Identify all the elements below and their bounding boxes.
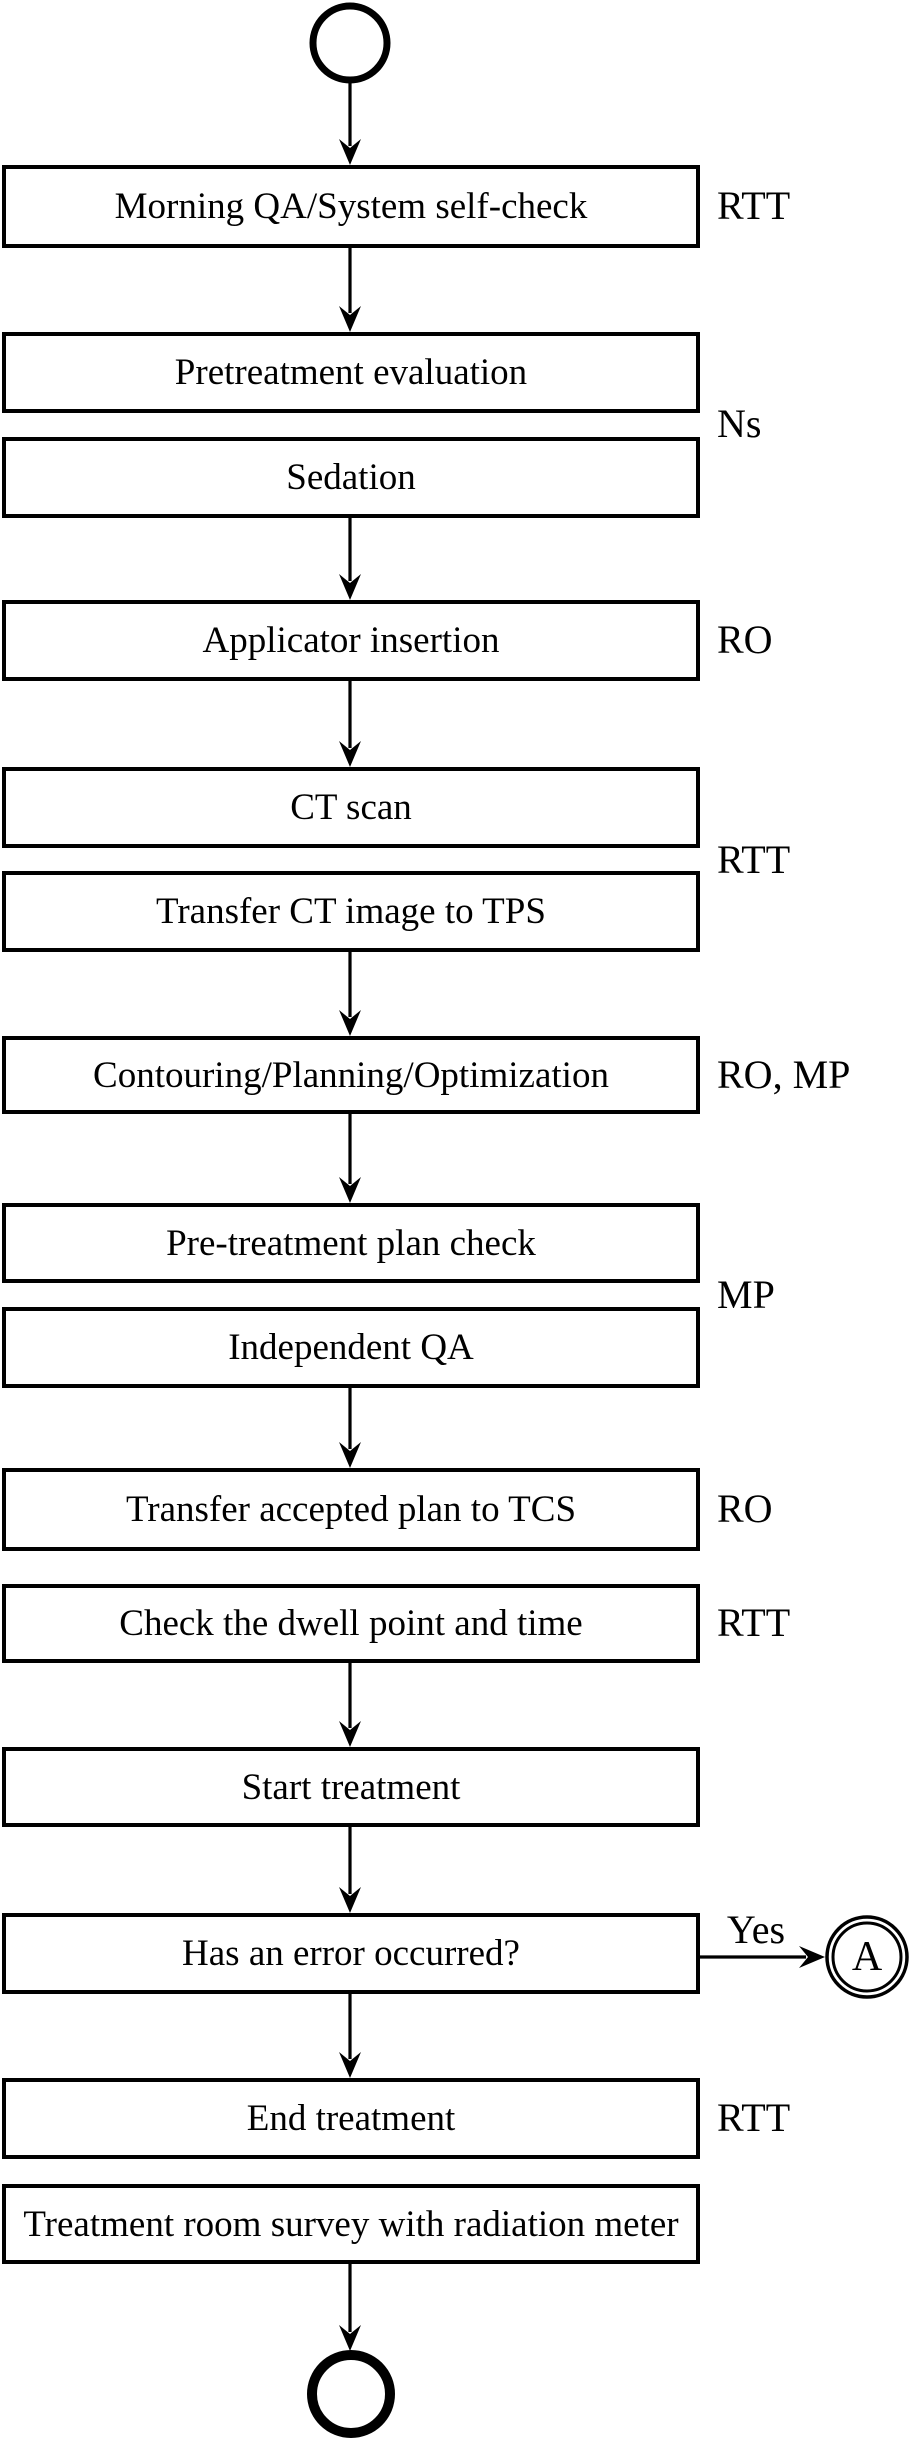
start-circle <box>309 2 391 84</box>
flow-box-label: Applicator insertion <box>202 620 500 661</box>
flow-box-label: Morning QA/System self-check <box>114 186 588 227</box>
flow-box-applicator-insertion: Applicator insertion <box>2 600 700 681</box>
side-label-ns: Ns <box>717 401 762 446</box>
flow-box-label: Has an error occurred? <box>182 1933 520 1974</box>
side-label-rtt-3: RTT <box>717 1600 791 1645</box>
side-label-rtt-2: RTT <box>717 837 791 882</box>
flow-box-error-decision: Has an error occurred? <box>2 1913 700 1994</box>
yes-arrow-head <box>799 1946 825 1968</box>
flow-box-morning-qa: Morning QA/System self-check <box>2 165 700 248</box>
arrow-head-6 <box>339 1177 361 1203</box>
arrow-head-11 <box>339 2325 361 2351</box>
arrow-head-7 <box>339 1442 361 1468</box>
arrow-head-1 <box>339 139 361 165</box>
flow-box-contouring-planning: Contouring/Planning/Optimization <box>2 1036 700 1114</box>
flow-box-label: Pre-treatment plan check <box>166 1222 536 1264</box>
connector-a-outer-circle <box>825 1915 909 1999</box>
arrow-head-5 <box>339 1010 361 1036</box>
flow-box-room-survey: Treatment room survey with radiation met… <box>2 2184 700 2264</box>
side-label-rtt-4: RTT <box>717 2095 791 2140</box>
arrow-head-2 <box>339 306 361 332</box>
end-circle <box>307 2350 395 2438</box>
side-label-ro-2: RO <box>717 1486 773 1531</box>
connector-a-inner-circle <box>831 1921 903 1993</box>
arrow-head-3 <box>339 574 361 600</box>
side-label-ro-1: RO <box>717 617 773 662</box>
flow-box-pretreatment-eval: Pretreatment evaluation <box>2 332 700 413</box>
flow-box-label: Independent QA <box>228 1327 474 1368</box>
flow-box-label: Start treatment <box>241 1766 461 1808</box>
flow-box-check-dwell: Check the dwell point and time <box>2 1584 700 1663</box>
flow-box-label: Transfer CT image to TPS <box>156 891 546 932</box>
flow-box-sedation: Sedation <box>2 437 700 518</box>
flow-box-label: Contouring/Planning/Optimization <box>93 1054 609 1096</box>
side-label-rtt-1: RTT <box>717 183 791 228</box>
connector-a-label: A <box>851 1934 883 1980</box>
flow-box-label: Treatment room survey with radiation met… <box>23 2203 679 2245</box>
flow-box-label: Pretreatment evaluation <box>174 352 528 393</box>
arrow-head-9 <box>339 1887 361 1913</box>
arrow-head-4 <box>339 741 361 767</box>
flow-box-start-treatment: Start treatment <box>2 1747 700 1827</box>
arrow-head-10 <box>339 2052 361 2078</box>
flow-box-end-treatment: End treatment <box>2 2078 700 2159</box>
flow-box-label: Check the dwell point and time <box>119 1603 583 1644</box>
flow-box-label: CT scan <box>290 787 412 828</box>
arrow-shafts <box>348 83 806 2332</box>
arrow-head-8 <box>339 1721 361 1747</box>
arrow-heads <box>339 139 825 2351</box>
flow-box-label: End treatment <box>246 2098 456 2139</box>
yes-branch-label: Yes <box>726 1907 786 1952</box>
side-label-ro-mp: RO, MP <box>717 1052 851 1097</box>
flow-box-pretreatment-check: Pre-treatment plan check <box>2 1203 700 1283</box>
flow-box-ct-scan: CT scan <box>2 767 700 848</box>
side-label-mp: MP <box>717 1272 775 1317</box>
flow-box-label: Transfer accepted plan to TCS <box>125 1489 577 1530</box>
flow-box-transfer-plan-tcs: Transfer accepted plan to TCS <box>2 1468 700 1551</box>
flow-box-label: Sedation <box>286 457 416 498</box>
flow-box-independent-qa: Independent QA <box>2 1307 700 1388</box>
flow-box-transfer-ct-tps: Transfer CT image to TPS <box>2 871 700 952</box>
